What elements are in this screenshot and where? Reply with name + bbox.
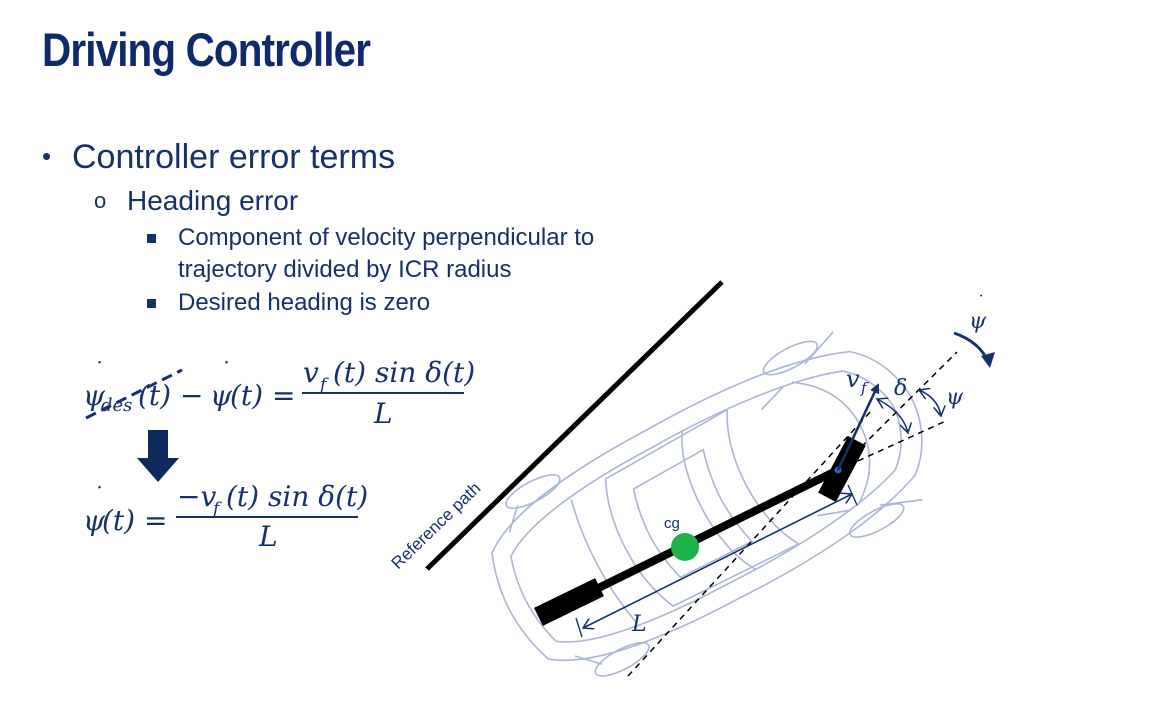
eq1-psi: ψ [210,379,233,412]
steer-angle-label: δ [894,376,907,401]
bullet-level3-text-line1: Component of velocity perpendicular to [178,224,595,251]
eq2-numerator-sub: f [211,499,222,519]
reference-path-line [425,280,724,571]
wheelbase-label: L [631,612,647,637]
velocity-arrow [836,383,880,471]
bullet-square-icon [147,234,156,243]
car-outline-image [491,331,923,677]
eq1-dot-icon: ˙ [219,359,230,384]
heading-angle-label: ψ [946,385,964,410]
eq2-psi: ψ [83,504,106,537]
bullet-square-icon [147,299,156,308]
eq1-psi-des: ψ [83,379,106,412]
eq1-numerator-sub: f [318,375,329,395]
eq1-rhs-t: (t) = [230,379,295,412]
strike-through-dashed [85,368,183,420]
bullet-level3-text-line2: trajectory divided by ICR radius [178,256,512,283]
wheelbase-bar [566,466,840,607]
cg-dot [671,533,699,561]
yaw-rate-label: ψ [969,309,987,334]
eq1-numerator-v: v [303,356,319,389]
eq1-denominator: L [373,397,393,430]
steer-angle-arc [877,399,908,433]
eq2-denominator: L [258,520,278,553]
velocity-subscript: f [860,379,869,397]
path-direction-dashed-line [837,419,949,471]
eq2-lhs-t: (t) = [102,504,167,537]
velocity-label: v [846,365,860,393]
bullet-level2: o Heading error [94,185,298,217]
bullet-level2-text: Heading error [127,185,299,216]
heading-angle-arc [919,390,941,416]
cg-label: cg [664,515,680,532]
eq2-numerator-rest: (t) sin δ(t) [226,480,368,513]
bullet-level3-text: Desired heading is zero [178,289,431,316]
wheelbase-dimension-arrow [583,494,852,628]
eq1-des-subscript: des [101,395,132,416]
bullet-level1-text: Controller error terms [72,138,396,176]
dimension-tick-rear [575,617,583,638]
eq1-numerator-rest: (t) sin δ(t) [333,356,475,389]
eq1-dot-icon: ˙ [92,359,103,384]
front-wheel [818,436,866,502]
bullet-circle-icon: o [94,188,107,213]
yaw-rate-arrowhead-icon [981,352,995,368]
down-arrow-icon [137,430,179,482]
bullet-level1: • Controller error terms [42,138,395,177]
eq1-minus: − [180,379,203,412]
dimension-tick-front [847,484,858,506]
rear-wheel [534,578,604,626]
eq2-numerator-v: −v [177,480,216,513]
yaw-rate-dot-icon: ˙ [975,292,984,313]
equation-2: ψ ˙ (t) = −v f (t) sin δ(t) L [83,480,368,553]
eq2-dot-icon: ˙ [92,484,103,509]
bullet-dot-icon: • [42,141,52,171]
slide-title: Driving Controller [42,23,371,76]
equation-1: ψ ˙ des (t) − ψ ˙ (t) = v f (t) sin δ(t)… [83,356,475,430]
